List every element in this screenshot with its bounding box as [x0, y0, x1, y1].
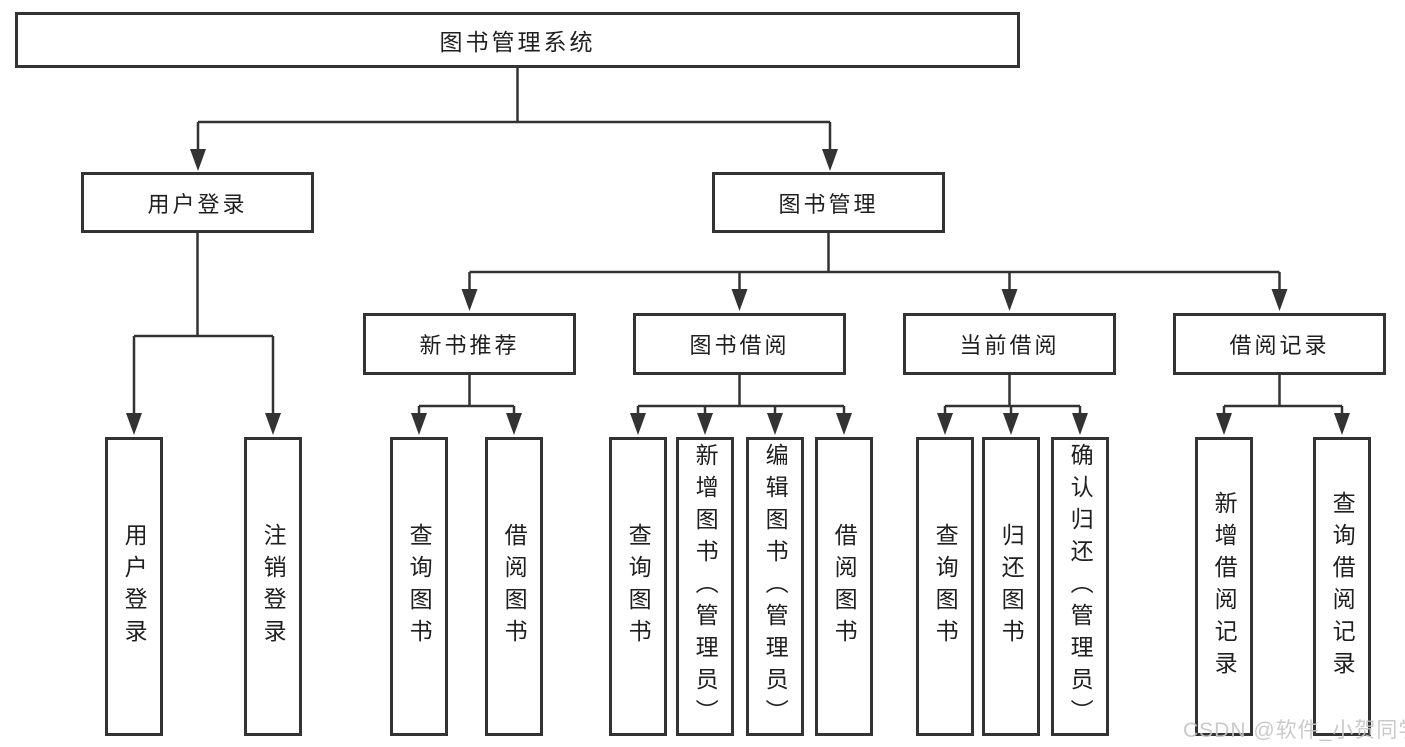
leaf-label: 注销登录	[260, 522, 287, 651]
leaf-label: 归还图书	[998, 522, 1025, 651]
node-book-borrowing: 图书借阅	[633, 313, 846, 375]
node-label: 借阅记录	[1229, 333, 1330, 358]
leaf-query-books-current: 查询图书	[916, 437, 974, 736]
leaf-label: 借阅图书	[501, 522, 528, 651]
leaf-logout: 注销登录	[244, 437, 302, 736]
leaf-edit-books-admin: 编辑图书（管理员）	[746, 437, 804, 736]
leaf-label: 查询图书	[932, 522, 959, 651]
leaf-label: 编辑图书（管理员）	[762, 442, 789, 731]
leaf-query-books-borrow: 查询图书	[609, 437, 667, 736]
node-user-login: 用户登录	[81, 172, 314, 233]
leaf-user-login: 用户登录	[105, 437, 163, 736]
node-new-book-recommend: 新书推荐	[363, 313, 576, 375]
leaf-confirm-return-admin: 确认归还（管理员）	[1051, 437, 1109, 736]
node-book-management: 图书管理	[712, 172, 945, 233]
leaf-label: 借阅图书	[831, 522, 858, 651]
node-label: 图书借阅	[689, 333, 790, 358]
node-borrowing-records: 借阅记录	[1173, 313, 1386, 375]
leaf-borrow-books-recommend: 借阅图书	[485, 437, 543, 736]
node-label: 用户登录	[147, 191, 248, 217]
leaf-label: 查询图书	[406, 522, 433, 651]
csdn-watermark: CSDN @软件_小贺同学	[1183, 719, 1405, 742]
node-label: 图书管理系统	[439, 29, 596, 55]
leaf-return-books: 归还图书	[982, 437, 1040, 736]
node-label: 当前借阅	[959, 333, 1060, 358]
node-label: 新书推荐	[419, 333, 520, 358]
leaf-borrow-books: 借阅图书	[815, 437, 873, 736]
leaf-label: 查询图书	[625, 522, 652, 651]
node-current-borrowing: 当前借阅	[903, 313, 1116, 375]
node-label: 图书管理	[778, 191, 879, 217]
node-library-management-system: 图书管理系统	[15, 12, 1020, 68]
leaf-label: 用户登录	[121, 522, 148, 651]
leaf-label: 新增图书（管理员）	[692, 442, 719, 731]
leaf-add-borrow-record: 新增借阅记录	[1195, 437, 1253, 736]
leaf-add-books-admin: 新增图书（管理员）	[676, 437, 734, 736]
leaf-label: 确认归还（管理员）	[1067, 442, 1094, 731]
leaf-query-borrow-record: 查询借阅记录	[1313, 437, 1371, 736]
leaf-query-books-recommend: 查询图书	[390, 437, 448, 736]
leaf-label: 新增借阅记录	[1211, 490, 1238, 683]
leaf-label: 查询借阅记录	[1329, 490, 1356, 683]
